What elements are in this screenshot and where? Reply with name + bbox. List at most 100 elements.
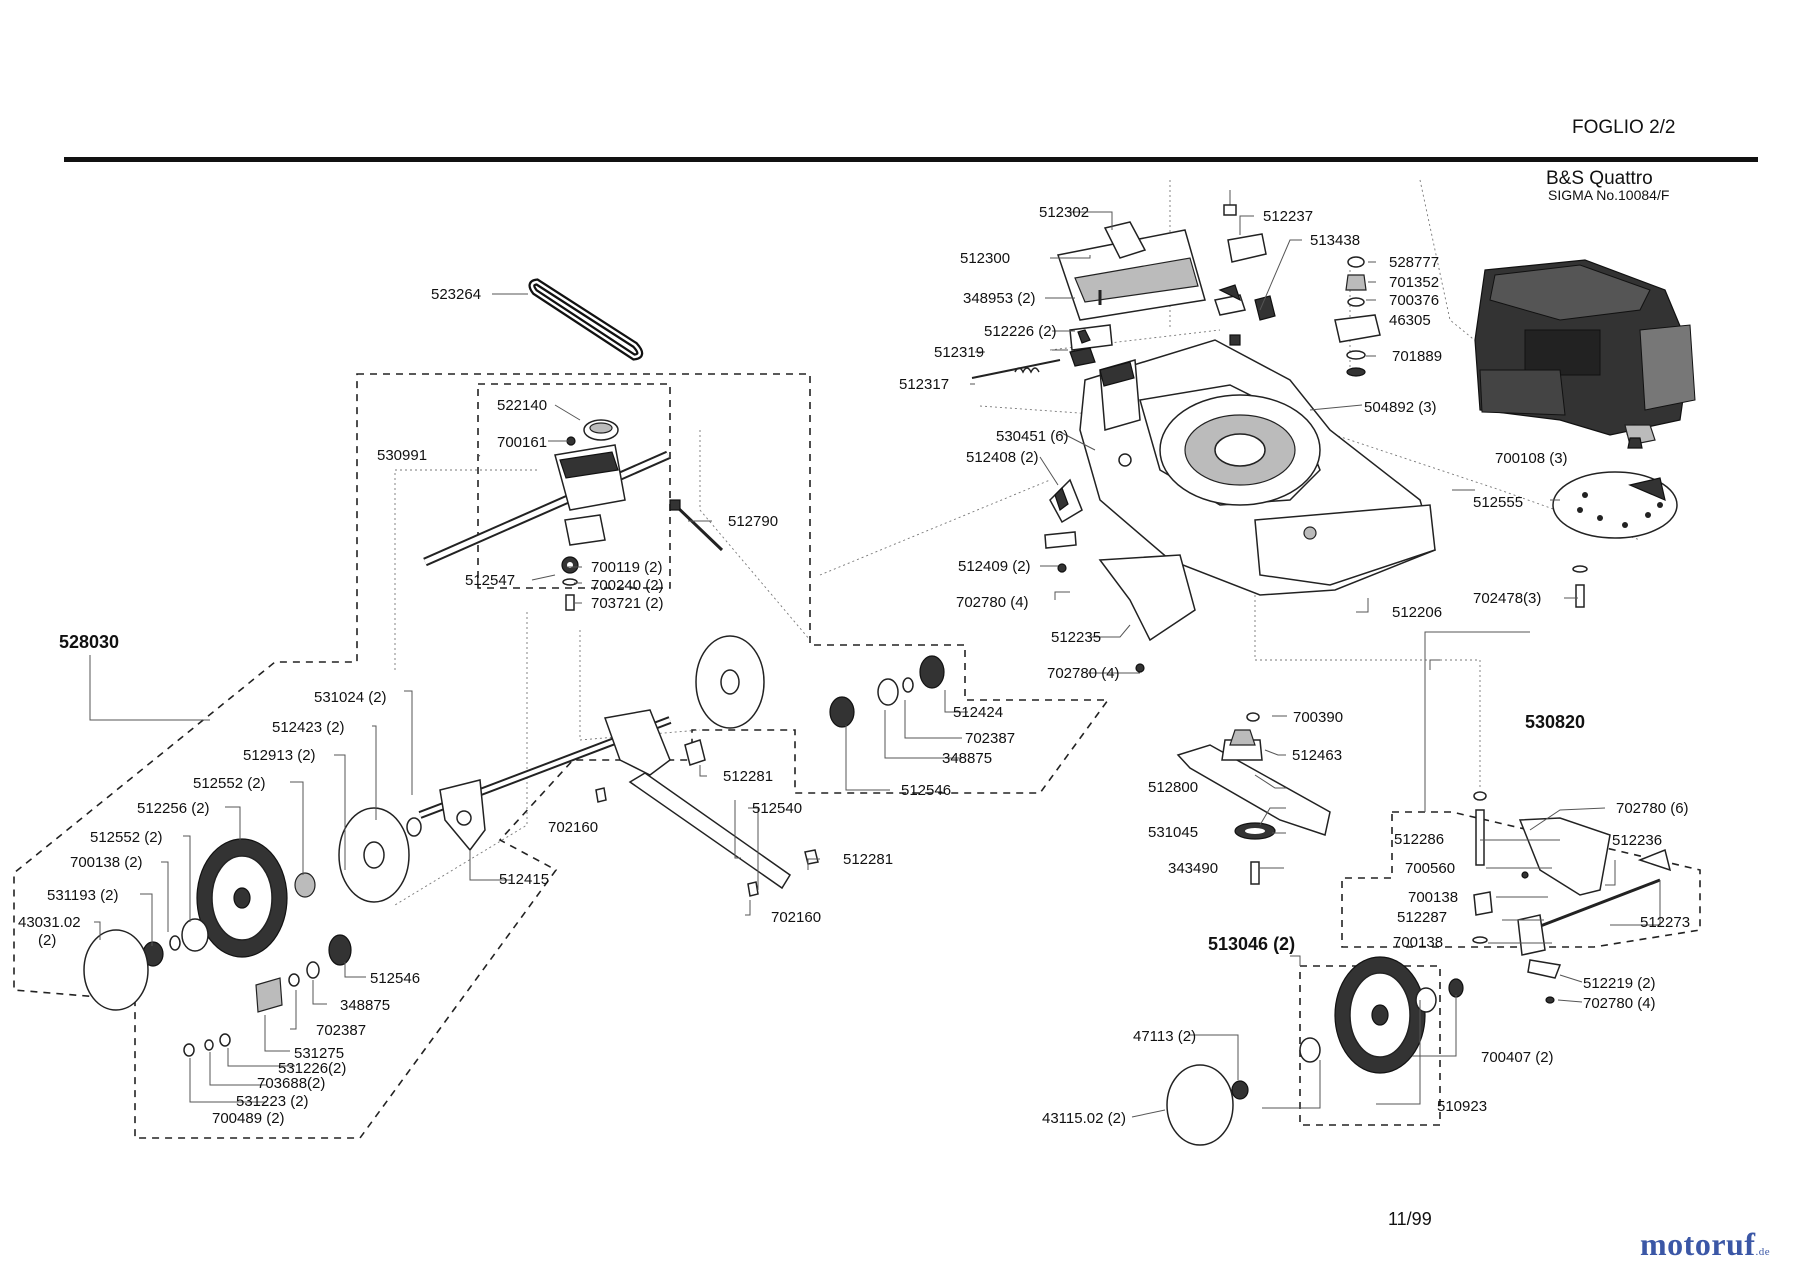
assembly-530820: 530820 xyxy=(1525,712,1585,732)
part-label: 512317 xyxy=(899,376,949,393)
part-label: 512319 xyxy=(934,344,984,361)
part-label: 512219 (2) xyxy=(1583,975,1656,992)
part-label: 512256 (2) xyxy=(137,800,210,817)
part-label: 512555 xyxy=(1473,494,1523,511)
part-label: 43115.02 (2) xyxy=(1042,1110,1126,1127)
part-label: 512424 xyxy=(953,704,1003,721)
assembly-528030: 528030 xyxy=(59,632,119,652)
part-label: 702780 (6) xyxy=(1616,800,1689,817)
part-label: 523264 xyxy=(431,286,481,303)
engine xyxy=(1474,259,1696,446)
part-label: 512408 (2) xyxy=(966,449,1039,466)
part-label: 702160 xyxy=(771,909,821,926)
part-label: 702780 (4) xyxy=(956,594,1029,611)
part-label: 512463 xyxy=(1292,747,1342,764)
part-label: 531193 (2) xyxy=(47,887,118,904)
part-label: 512547 xyxy=(465,572,515,589)
sheet-label: FOGLIO 2/2 xyxy=(1572,117,1675,138)
rear-flap xyxy=(1057,190,1276,351)
leader-lines xyxy=(89,211,1661,1118)
part-label: 700161 xyxy=(497,434,547,451)
part-label: 702160 xyxy=(548,819,598,836)
part-label: 512790 xyxy=(728,513,778,530)
part-label: 512237 xyxy=(1263,208,1313,225)
engine-subtitle: SIGMA No.10084/F xyxy=(1548,187,1669,203)
part-label: 700240 (2) xyxy=(591,577,664,594)
part-label: 512552 (2) xyxy=(193,775,266,792)
part-label: 348875 xyxy=(942,750,992,767)
drive-belt xyxy=(528,278,644,361)
part-label: 700119 (2) xyxy=(591,559,662,576)
part-label: 512300 xyxy=(960,250,1010,267)
part-label: 512226 (2) xyxy=(984,323,1057,340)
outline-530991 xyxy=(477,383,671,589)
part-label: 512281 xyxy=(723,768,773,785)
part-label: 512540 xyxy=(752,800,802,817)
logo-suffix: .de xyxy=(1755,1246,1771,1258)
engine-title: B&S Quattro xyxy=(1546,168,1653,189)
part-label: 512236 xyxy=(1612,832,1662,849)
part-label: 512415 xyxy=(499,871,549,888)
part-label: 702387 xyxy=(965,730,1015,747)
gearbox-assembly xyxy=(423,419,724,611)
height-adjuster xyxy=(1472,791,1672,1004)
part-label: 522140 xyxy=(497,397,547,414)
part-label: 348875 xyxy=(340,997,390,1014)
part-label: 531024 (2) xyxy=(314,689,387,706)
sheet-date: 11/99 xyxy=(1388,1209,1432,1229)
part-label: 512273 xyxy=(1640,914,1690,931)
part-label: 531226(2) xyxy=(278,1060,346,1077)
deck-brackets xyxy=(1044,453,1196,673)
right-drive-parts xyxy=(829,655,945,728)
part-label: 348953 (2) xyxy=(963,290,1036,307)
small-parts-stack xyxy=(1334,256,1381,377)
mower-deck xyxy=(1079,334,1436,596)
part-label: 512281 xyxy=(843,851,893,868)
left-drive-parts xyxy=(83,807,410,1057)
assembly-513046: 513046 (2) xyxy=(1208,934,1295,954)
part-label: 700489 (2) xyxy=(212,1110,285,1127)
part-label: 530991 xyxy=(377,447,427,464)
part-label: 512235 xyxy=(1051,629,1101,646)
part-label: 702780 (4) xyxy=(1047,665,1120,682)
front-wheel-assembly xyxy=(1166,956,1464,1146)
part-label: 512409 (2) xyxy=(958,558,1031,575)
part-label: 700138 xyxy=(1393,934,1443,951)
part-label: 46305 xyxy=(1389,312,1431,329)
part-label: 531223 (2) xyxy=(236,1093,309,1110)
part-label: 701889 xyxy=(1392,348,1442,365)
part-label: 700108 (3) xyxy=(1495,450,1568,467)
part-label: 512287 xyxy=(1397,909,1447,926)
blade-assembly xyxy=(1176,712,1331,885)
part-label: 512302 xyxy=(1039,204,1089,221)
part-label: 531045 xyxy=(1148,824,1198,841)
part-label: 510923 xyxy=(1437,1098,1487,1115)
part-label: 703721 (2) xyxy=(591,595,664,612)
part-label: 528777 xyxy=(1389,254,1439,271)
part-label: 43031.02 xyxy=(18,914,81,931)
part-label: 512546 xyxy=(370,970,420,987)
part-label: 702478(3) xyxy=(1473,590,1541,607)
part-label: 530451 (6) xyxy=(996,428,1069,445)
part-label: 531275 xyxy=(294,1045,344,1062)
part-label: 703688(2) xyxy=(257,1075,325,1092)
throttle-cable xyxy=(971,347,1096,379)
part-label: 702780 (4) xyxy=(1583,995,1656,1012)
part-label: 700138 xyxy=(1408,889,1458,906)
part-label: 512286 xyxy=(1394,831,1444,848)
part-label: 513438 xyxy=(1310,232,1360,249)
rear-axle-assembly xyxy=(406,635,819,897)
part-label: 701352 xyxy=(1389,274,1439,291)
part-label: 700390 xyxy=(1293,709,1343,726)
part-label: 512206 xyxy=(1392,604,1442,621)
part-label: 700560 xyxy=(1405,860,1455,877)
part-label: 512552 (2) xyxy=(90,829,163,846)
part-label: 702387 xyxy=(316,1022,366,1039)
part-label: (2) xyxy=(38,932,56,949)
part-labels: 523264 522140 700161 530991 512790 51254… xyxy=(18,204,1690,1127)
part-label: 700407 (2) xyxy=(1481,1049,1554,1066)
part-label: 700376 xyxy=(1389,292,1439,309)
part-label: 512800 xyxy=(1148,779,1198,796)
